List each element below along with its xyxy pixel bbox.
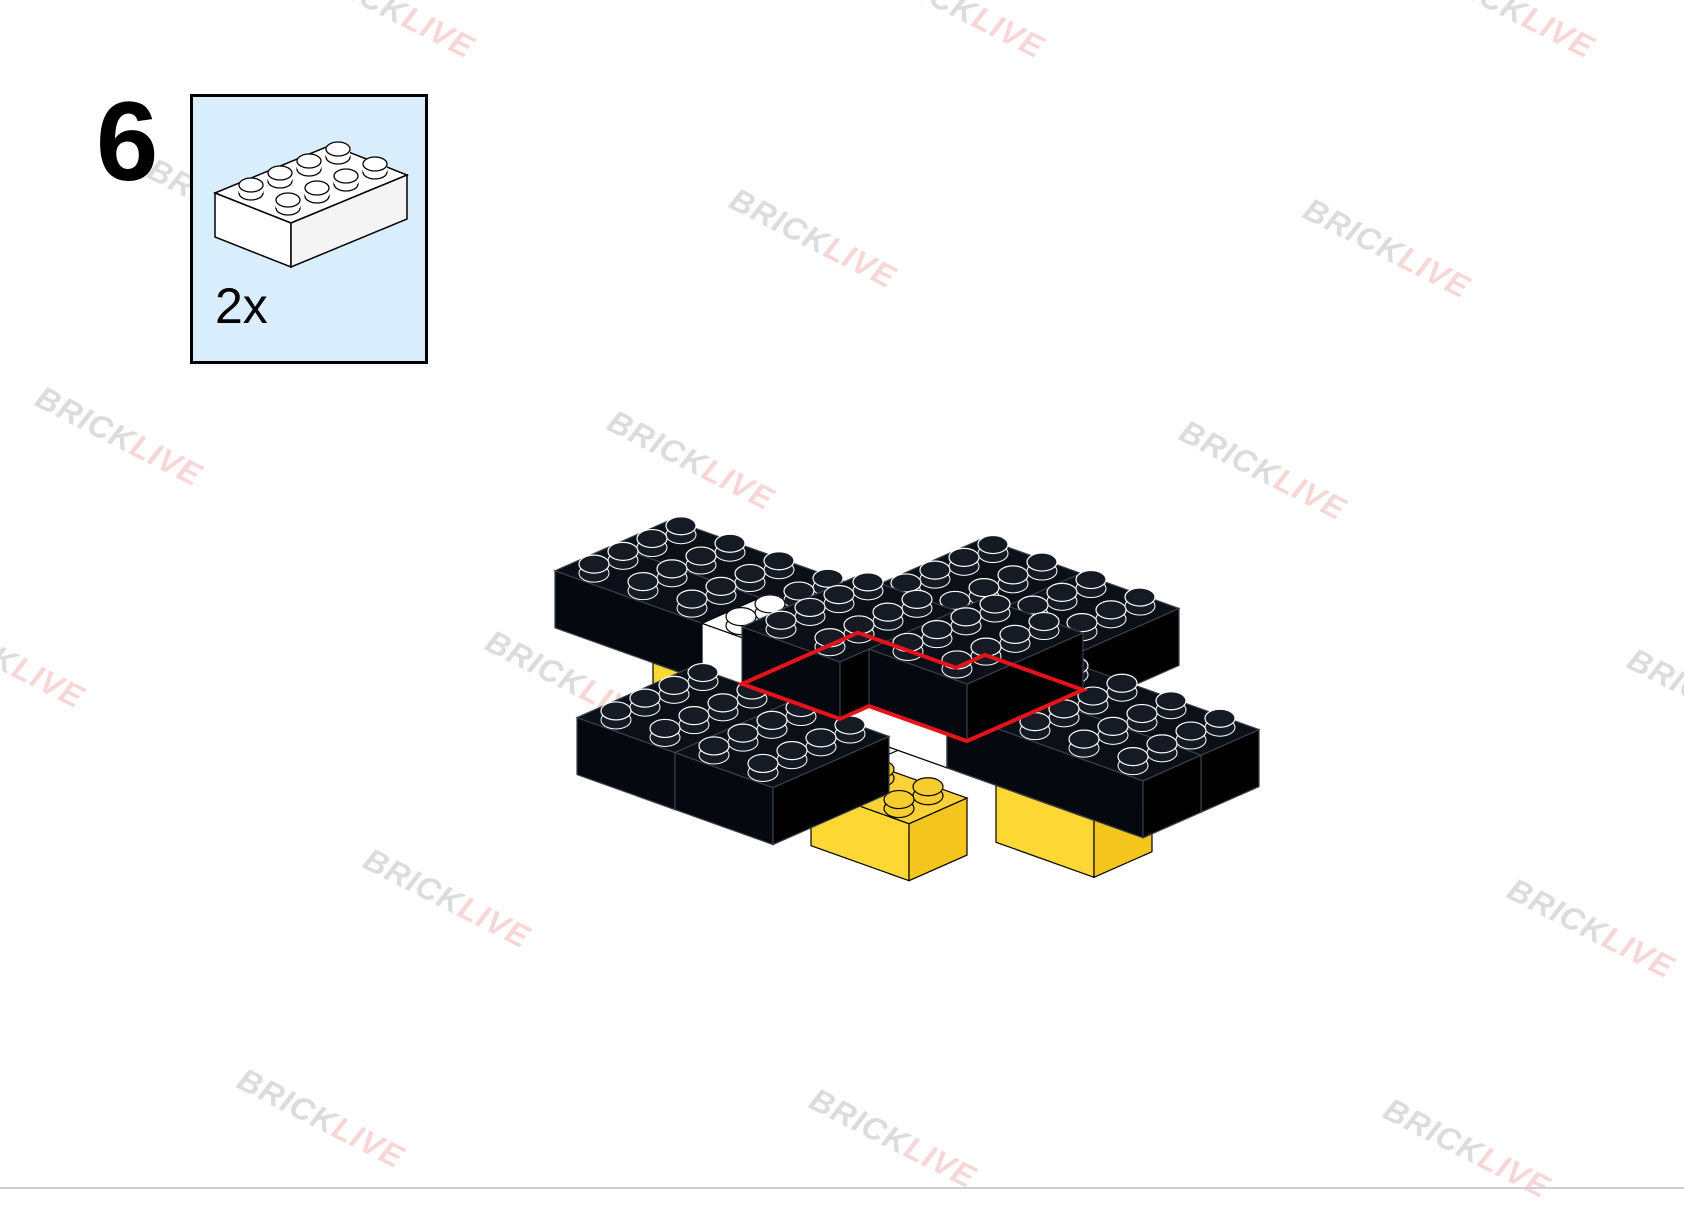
parts-callout: 2x xyxy=(190,94,428,364)
page-divider xyxy=(0,1187,1684,1189)
placement-highlight-outline xyxy=(736,630,1089,744)
black-brick xyxy=(673,697,891,846)
white-2x4-brick-icon xyxy=(212,141,410,269)
step-number: 6 xyxy=(96,79,159,204)
black-brick xyxy=(867,594,1085,743)
parts-quantity: 2x xyxy=(215,278,268,334)
